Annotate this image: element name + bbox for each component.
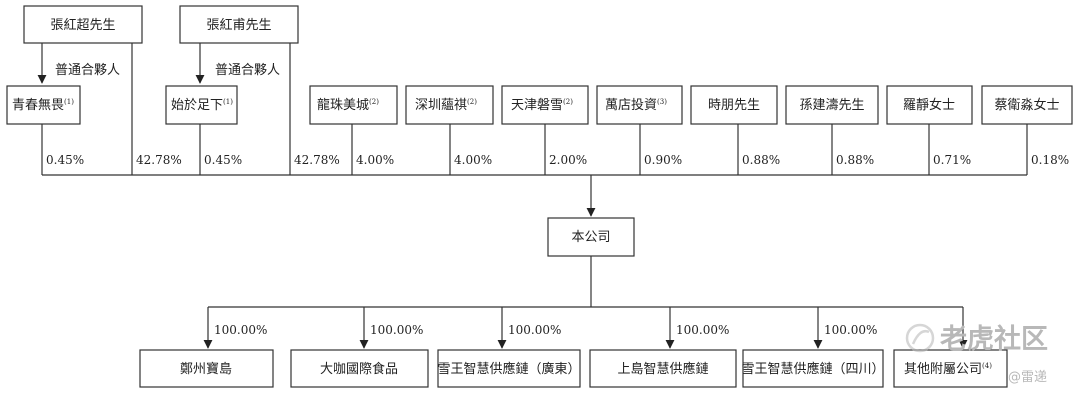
subsidiary-pct: 100.00% (824, 323, 877, 337)
stake-pct: 0.71% (933, 153, 971, 167)
shareholder-label: 始於足下(1) (171, 97, 233, 113)
stake-pct: 4.00% (356, 153, 394, 167)
founder-zhang-hongfu: 張紅甫先生 (179, 5, 299, 44)
subsidiary-shangdao: 上島智慧供應鏈 (589, 349, 737, 388)
company-label: 本公司 (571, 230, 610, 245)
subsidiary-xuewang-guangdong: 雪王智慧供應鏈（廣東） (437, 349, 581, 388)
watermark-user: @雷递 (1008, 370, 1047, 385)
founder-zhang-hongchao: 張紅超先生 (23, 5, 143, 44)
subsidiary-label: 其他附屬公司(4) (904, 362, 992, 377)
tiger-logo-icon (905, 323, 935, 353)
subsidiary-pct: 100.00% (508, 323, 561, 337)
stake-pct: 42.78% (136, 153, 182, 167)
subsidiary-pct: 100.00% (676, 323, 729, 337)
stake-pct: 0.88% (742, 153, 780, 167)
shareholder-wandian-touzi: 萬店投資(3) (596, 85, 683, 125)
shareholder-label: 蔡衛淼女士 (994, 97, 1059, 113)
shareholder-luo-jing: 羅靜女士 (886, 85, 973, 125)
shareholder-shiyu-zuxia: 始於足下(1) (165, 85, 238, 125)
shareholder-cai-weimiao: 蔡衛淼女士 (981, 85, 1073, 125)
stake-pct: 0.45% (204, 153, 242, 167)
shareholder-label: 孫建濤先生 (799, 98, 864, 113)
shareholder-label: 天津磐雪(2) (511, 98, 573, 113)
subsidiary-label: 鄭州寶島 (180, 361, 232, 377)
subsidiary-zhengzhou-baodao: 鄭州寶島 (139, 349, 274, 388)
stake-pct: 0.90% (644, 153, 682, 167)
company-box: 本公司 (547, 217, 635, 257)
shareholder-shenzhen-yunqi: 深圳蘊祺(2) (405, 85, 494, 125)
shareholder-label: 羅靜女士 (903, 97, 955, 113)
stake-pct: 4.00% (454, 153, 492, 167)
watermark-brand: 老虎社区 (940, 323, 1048, 355)
subsidiary-label: 雪王智慧供應鏈（廣東） (437, 361, 580, 377)
shareholder-qingchun-wuwei: 青春無畏(1) (6, 85, 81, 125)
subsidiary-label: 上島智慧供應鏈 (617, 361, 708, 377)
shareholder-label: 青春無畏(1) (12, 98, 74, 113)
watermark: 老虎社区 @雷递 (905, 323, 1048, 385)
shareholder-shi-peng: 時朋先生 (690, 85, 778, 125)
shareholder-label: 龍珠美城(2) (317, 97, 379, 113)
shareholder-longzhu-meicheng: 龍珠美城(2) (309, 85, 398, 125)
stake-pct: 42.78% (294, 153, 340, 167)
subsidiary-pct: 100.00% (214, 323, 267, 337)
general-partner-label-1: 普通合夥人 (55, 63, 120, 78)
shareholder-label: 深圳蘊祺(2) (415, 98, 477, 113)
stake-pct: 2.00% (549, 153, 587, 167)
founder-label: 張紅甫先生 (206, 18, 271, 33)
shareholder-sun-jiantao: 孫建濤先生 (785, 85, 879, 125)
founder-label: 張紅超先生 (50, 18, 115, 33)
stake-pct: 0.45% (46, 153, 84, 167)
subsidiary-xuewang-sichuan: 雪王智慧供應鏈（四川） (741, 349, 885, 388)
subsidiary-daka-food: 大咖國際食品 (290, 349, 429, 388)
stake-pct: 0.88% (836, 153, 874, 167)
general-partner-label-2: 普通合夥人 (215, 63, 280, 78)
subsidiary-label: 大咖國際食品 (320, 361, 398, 377)
shareholder-label: 時朋先生 (708, 98, 760, 113)
subsidiary-label: 雪王智慧供應鏈（四川） (741, 361, 884, 377)
subsidiary-others: 其他附屬公司(4) (893, 349, 1008, 388)
shareholder-label: 萬店投資(3) (605, 97, 667, 113)
shareholder-tianjin-panxue: 天津磐雪(2) (501, 85, 589, 125)
subsidiary-pct: 100.00% (370, 323, 423, 337)
stake-pct: 0.18% (1031, 153, 1069, 167)
